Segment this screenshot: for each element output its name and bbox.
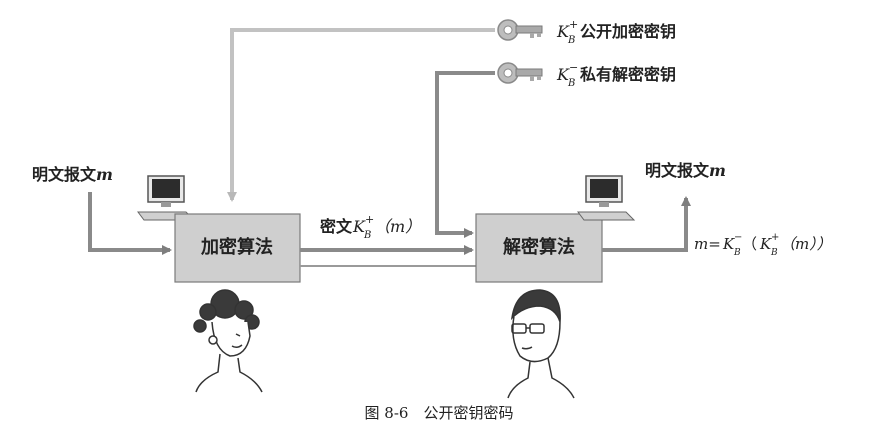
formula-inner-sub: B bbox=[770, 248, 778, 258]
figure-caption: 图 8-6 公开密钥密码 bbox=[365, 404, 514, 422]
formula-outer-sub: B bbox=[733, 248, 741, 258]
output-arrow bbox=[602, 196, 691, 252]
public-key-symbol: K bbox=[556, 22, 570, 41]
sender-computer-icon bbox=[137, 175, 196, 221]
formula-lhs: m= bbox=[694, 235, 721, 253]
receiver-person-illustration bbox=[507, 289, 575, 399]
public-key-icon bbox=[497, 19, 543, 41]
public-key-label: 公开加密密钥 bbox=[580, 22, 676, 41]
encryption-box-label: 加密算法 bbox=[200, 236, 273, 258]
input-arrow bbox=[88, 192, 172, 255]
private-key-sub: B bbox=[567, 78, 575, 89]
output-plaintext-label: 明文报文m bbox=[645, 161, 726, 180]
private-key-symbol: K bbox=[556, 65, 570, 84]
ciphertext-key-sub: B bbox=[363, 230, 371, 241]
private-key-sup: − bbox=[569, 61, 578, 74]
ciphertext-key-symbol: K bbox=[352, 217, 366, 236]
formula-inner-key: K bbox=[759, 235, 772, 253]
formula-inner-sup: + bbox=[771, 232, 779, 243]
private-key-line bbox=[435, 71, 495, 238]
private-key-icon bbox=[497, 62, 543, 84]
formula-outer-key: K bbox=[722, 235, 735, 253]
input-plaintext-label: 明文报文m bbox=[32, 165, 113, 184]
formula-open: （ bbox=[742, 235, 757, 253]
public-key-sup: + bbox=[569, 18, 578, 31]
private-key-label: 私有解密密钥 bbox=[580, 65, 676, 84]
public-key-sub: B bbox=[567, 35, 575, 46]
formula-tail: （m）） bbox=[780, 235, 832, 253]
decryption-box-label: 解密算法 bbox=[503, 236, 575, 258]
sender-person-illustration bbox=[193, 289, 263, 393]
ciphertext-label: 密文 bbox=[319, 217, 353, 236]
formula-outer-sup: − bbox=[734, 232, 742, 243]
ciphertext-key-sup: + bbox=[365, 213, 374, 226]
receiver-computer-icon bbox=[577, 175, 636, 221]
public-key-line bbox=[227, 28, 495, 202]
ciphertext-arg: （m） bbox=[374, 217, 421, 236]
encryption-box bbox=[174, 213, 301, 283]
